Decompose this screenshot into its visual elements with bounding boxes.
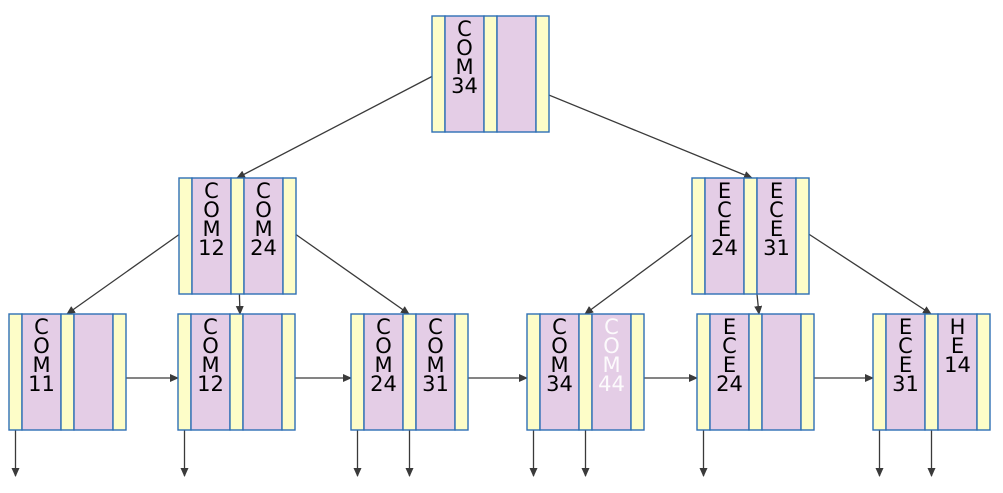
- key-number: 31: [422, 372, 449, 396]
- key-cell: [591, 313, 632, 431]
- pointer-cell: [350, 313, 365, 431]
- pointer-cell: [454, 313, 469, 431]
- tree-edge: [798, 226, 932, 315]
- key-cell: [73, 313, 114, 431]
- key-cell: [242, 313, 283, 431]
- pointer-cell: [112, 313, 127, 431]
- pointer-cell: [402, 313, 417, 431]
- pointer-cell: [748, 313, 763, 431]
- key-number: 24: [711, 236, 738, 260]
- pointer-cell: [281, 313, 296, 431]
- key-number: 44: [598, 372, 625, 396]
- pointer-cell: [483, 15, 498, 133]
- pointer-cell: [282, 177, 297, 295]
- key-cell: [444, 15, 485, 133]
- key-cell: [190, 313, 231, 431]
- key-cell: [761, 313, 802, 431]
- key-cell: [496, 15, 537, 133]
- pointer-cell: [178, 177, 193, 295]
- pointer-cell: [630, 313, 645, 431]
- pointer-cell: [578, 313, 593, 431]
- pointer-cell: [8, 313, 23, 431]
- key-cell: [539, 313, 580, 431]
- pointer-cell: [696, 313, 711, 431]
- key-number: 31: [763, 236, 790, 260]
- key-cell: [756, 177, 797, 295]
- pointer-cell: [535, 15, 550, 133]
- key-cell: [243, 177, 284, 295]
- key-number: 31: [892, 372, 919, 396]
- pointer-cell: [177, 313, 192, 431]
- key-number: 24: [370, 372, 397, 396]
- pointer-cell: [691, 177, 706, 295]
- pointer-cell: [526, 313, 541, 431]
- pointer-cell: [800, 313, 815, 431]
- key-cell: [415, 313, 456, 431]
- key-number: 12: [198, 236, 225, 260]
- key-number: 24: [716, 372, 743, 396]
- key-number: 34: [451, 74, 478, 98]
- key-cell: [709, 313, 750, 431]
- pointer-cell: [431, 15, 446, 133]
- pointer-cell: [976, 313, 991, 431]
- tree-edge: [66, 226, 190, 315]
- tree-edge: [285, 226, 410, 315]
- tree-edge: [236, 68, 445, 179]
- tree-edge: [584, 226, 703, 315]
- pointer-cell: [230, 177, 245, 295]
- key-number: 11: [28, 372, 55, 396]
- pointer-cell: [229, 313, 244, 431]
- pointer-cell: [743, 177, 758, 295]
- key-cell: [21, 313, 62, 431]
- key-cell: [885, 313, 926, 431]
- key-cell: [704, 177, 745, 295]
- pointer-cell: [60, 313, 75, 431]
- pointer-cell: [924, 313, 939, 431]
- pointer-cell: [795, 177, 810, 295]
- key-number: 34: [546, 372, 573, 396]
- key-number: 24: [250, 236, 277, 260]
- key-number: 12: [197, 372, 224, 396]
- pointer-cell: [872, 313, 887, 431]
- key-number: 14: [944, 353, 971, 377]
